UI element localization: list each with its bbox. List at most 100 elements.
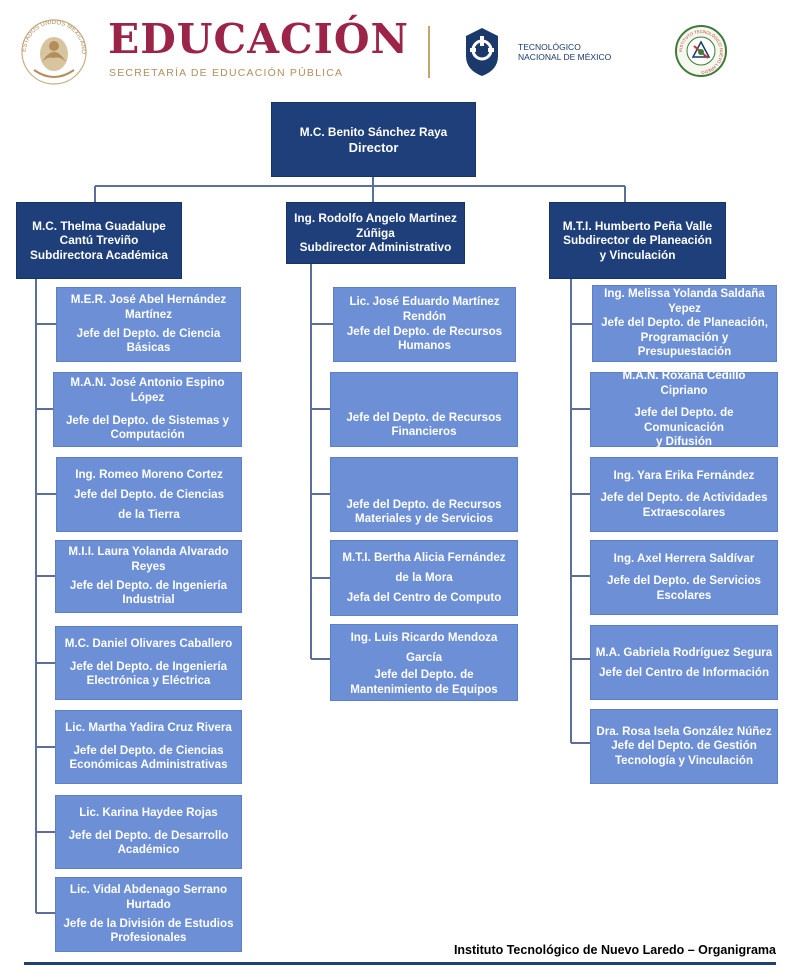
dept-role: Jefe del Depto. de Actividades bbox=[600, 491, 768, 505]
subdirector-line: Subdirectora Académica bbox=[30, 247, 168, 262]
subdirector-line: y Vinculación bbox=[599, 247, 676, 262]
person-name: Dra. Rosa Isela González Núñez bbox=[596, 724, 772, 738]
dept-role: Jefe del Depto. de Servicios bbox=[607, 574, 761, 588]
dept-box-recursos-financieros: Jefe del Depto. de Recursos Financieros bbox=[330, 372, 518, 447]
header-subtitle: SECRETARÍA DE EDUCACIÓN PÚBLICA bbox=[109, 67, 344, 79]
person-name: M.A. Gabriela Rodríguez Segura bbox=[595, 645, 773, 659]
dept-role: Jefe del Depto. de Ingeniería bbox=[69, 578, 228, 592]
person-name: M.E.R. José Abel Hernández bbox=[70, 293, 227, 307]
dept-role: Industrial bbox=[122, 593, 175, 607]
dept-role: Jefe del Centro de Información bbox=[598, 665, 770, 679]
dept-box-recursos-humanos: Lic. José Eduardo Martínez Rendón Jefe d… bbox=[333, 287, 516, 362]
dept-role: Jefe de la División de Estudios bbox=[63, 916, 234, 930]
dept-role: Jefe del Depto. de Planeación, bbox=[601, 316, 768, 330]
dept-role: Escolares bbox=[656, 588, 712, 602]
subdirector-line: M.T.I. Humberto Peña Valle bbox=[562, 218, 713, 233]
page-header: ESTADOS UNIDOS MEXICANOS EDUCACIÓN SECRE… bbox=[0, 0, 800, 95]
dept-box-gestion-tecnologica: Dra. Rosa Isela González Núñez Jefe del … bbox=[590, 709, 778, 784]
dept-box-ciencias-basicas: M.E.R. José Abel Hernández Martínez Jefe… bbox=[56, 287, 241, 362]
subdirector-line: Zúñiga bbox=[356, 225, 395, 240]
dept-role: Extraescolares bbox=[642, 505, 726, 519]
subdirector-line: Ing. Rodolfo Angelo Martinez bbox=[294, 211, 457, 226]
dept-box-industrial: M.I.I. Laura Yolanda Alvarado Reyes Jefe… bbox=[55, 540, 242, 613]
dept-role: Electrónica y Eléctrica bbox=[86, 674, 211, 688]
subdirector-line: Cantú Treviño bbox=[59, 233, 139, 248]
subdirector-academic-box: M.C. Thelma Guadalupe Cantú Treviño Subd… bbox=[16, 202, 182, 279]
dept-box-ciencias-tierra: Ing. Romeo Moreno Cortez Jefe del Depto.… bbox=[56, 457, 242, 532]
person-name: Rendón bbox=[402, 309, 447, 323]
dept-box-economicas: Lic. Martha Yadira Cruz Rivera Jefe del … bbox=[55, 710, 242, 784]
person-name: Ing. Melissa Yolanda Saldaña bbox=[604, 287, 765, 301]
person-name: M.T.I. Bertha Alicia Fernández bbox=[342, 551, 506, 564]
dept-box-comunicacion: M.A.N. Roxana Cedillo Cipriano Jefe del … bbox=[590, 369, 778, 449]
dept-role: Materiales y de Servicios bbox=[355, 512, 493, 526]
person-name: López bbox=[130, 390, 165, 404]
dept-box-centro-informacion: M.A. Gabriela Rodríguez Segura Jefe del … bbox=[590, 625, 778, 700]
tecnm-logo-icon bbox=[466, 28, 498, 76]
dept-box-estudios-profesionales: Lic. Vidal Abdenago Serrano Hurtado Jefe… bbox=[55, 877, 242, 952]
person-name: M.C. Daniel Olivares Caballero bbox=[64, 637, 233, 651]
dept-box-mantenimiento: Ing. Luis Ricardo Mendoza García Jefe de… bbox=[330, 624, 518, 701]
subdirector-planning-box: M.T.I. Humberto Peña Valle Subdirector d… bbox=[549, 202, 726, 279]
dept-role: Jefe del Depto. de Ciencias bbox=[73, 743, 224, 757]
dept-role: Jefe del Depto. de Recursos bbox=[346, 497, 502, 511]
mexico-seal-logo: ESTADOS UNIDOS MEXICANOS bbox=[16, 12, 87, 85]
person-name: Reyes bbox=[131, 559, 166, 573]
dept-role: Jefe del Depto. de Sistemas y bbox=[65, 413, 230, 427]
dept-box-servicios-escolares: Ing. Axel Herrera Saldívar Jefe del Dept… bbox=[590, 540, 778, 615]
footer-caption: Instituto Tecnológico de Nuevo Laredo – … bbox=[453, 943, 776, 957]
dept-role: Jefe del Depto. de Ciencia bbox=[76, 326, 221, 340]
person-name: M.A.N. Roxana Cedillo bbox=[622, 369, 746, 383]
person-name: Ing. Yara Erika Fernández bbox=[613, 468, 755, 482]
tecnm-logo-text: TECNOLÓGICO NACIONAL DE MÉXICO bbox=[518, 42, 611, 62]
dept-box-centro-computo: M.T.I. Bertha Alicia Fernández de la Mor… bbox=[330, 540, 518, 616]
dept-role: de la Tierra bbox=[118, 507, 180, 521]
director-box: M.C. Benito Sánchez Raya Director bbox=[271, 102, 476, 177]
subdirector-line: Subdirector Administrativo bbox=[299, 240, 452, 255]
dept-role: Jefe del Depto. de Ciencias bbox=[73, 487, 225, 501]
person-name: Martínez bbox=[124, 307, 173, 321]
person-name: M.I.I. Laura Yolanda Alvarado bbox=[68, 545, 229, 559]
dept-role: Jefe del Depto. de Gestión bbox=[611, 739, 757, 753]
person-name: Ing. Romeo Moreno Cortez bbox=[75, 467, 223, 481]
tecnm-line-2: NACIONAL DE MÉXICO bbox=[518, 52, 612, 62]
tecnm-line-1: TECNOLÓGICO bbox=[518, 42, 581, 52]
person-name: García bbox=[405, 650, 443, 664]
dept-role: Jefe del Depto. de Recursos bbox=[346, 410, 502, 424]
dept-box-desarrollo-academico: Lic. Karina Haydee Rojas Jefe del Depto.… bbox=[55, 795, 242, 869]
dept-role: Profesionales bbox=[110, 931, 187, 945]
dept-role: Jefe del Depto. de Ingeniería bbox=[69, 659, 228, 673]
dept-role: Jefe del Depto. de Comunicación bbox=[634, 406, 734, 434]
person-name: Yepez bbox=[668, 301, 701, 315]
director-role: Director bbox=[348, 139, 399, 155]
subdirector-admin-box: Ing. Rodolfo Angelo Martinez Zúñiga Subd… bbox=[286, 202, 465, 264]
dept-box-planeacion: Ing. Melissa Yolanda Saldaña Yepez Jefe … bbox=[592, 285, 777, 362]
dept-role: y Difusión bbox=[655, 435, 713, 449]
dept-box-electronica: M.C. Daniel Olivares Caballero Jefe del … bbox=[55, 626, 242, 700]
person-name: Cipriano bbox=[660, 383, 708, 397]
dept-box-sistemas: M.A.N. José Antonio Espino López Jefe de… bbox=[53, 372, 242, 447]
footer-rule bbox=[24, 962, 776, 965]
dept-role: Académico bbox=[117, 843, 180, 857]
person-name: de la Mora bbox=[395, 571, 453, 584]
dept-role: Jefe del Depto. de bbox=[374, 667, 474, 681]
person-name: Ing. Axel Herrera Saldívar bbox=[613, 551, 755, 565]
dept-role: Jefe del Depto. de Recursos bbox=[346, 324, 503, 338]
dept-role: Jefe del Depto. de Desarrollo bbox=[68, 828, 229, 842]
itnl-logo-icon: INSTITUTO TECNOLÓGICO NUEVO LAREDO bbox=[675, 25, 727, 77]
director-name: M.C. Benito Sánchez Raya bbox=[299, 124, 448, 139]
person-name: Lic. Martha Yadira Cruz Rivera bbox=[65, 721, 232, 735]
person-name: M.A.N. José Antonio Espino bbox=[70, 376, 225, 390]
dept-role: Financieros bbox=[391, 425, 457, 439]
dept-role: Programación y bbox=[640, 330, 729, 344]
person-name: Ing. Luis Ricardo Mendoza bbox=[350, 630, 498, 644]
dept-role: Básicas bbox=[126, 341, 171, 355]
dept-role: Presupuestación bbox=[637, 345, 732, 359]
dept-role: Jefa del Centro de Computo bbox=[346, 591, 502, 604]
dept-box-extraescolares: Ing. Yara Erika Fernández Jefe del Depto… bbox=[590, 457, 778, 532]
subdirector-line: M.C. Thelma Guadalupe bbox=[32, 218, 166, 233]
dept-role: Humanos bbox=[398, 339, 451, 353]
person-name: Lic. José Eduardo Martínez bbox=[349, 295, 500, 309]
dept-role: Computación bbox=[110, 428, 185, 442]
